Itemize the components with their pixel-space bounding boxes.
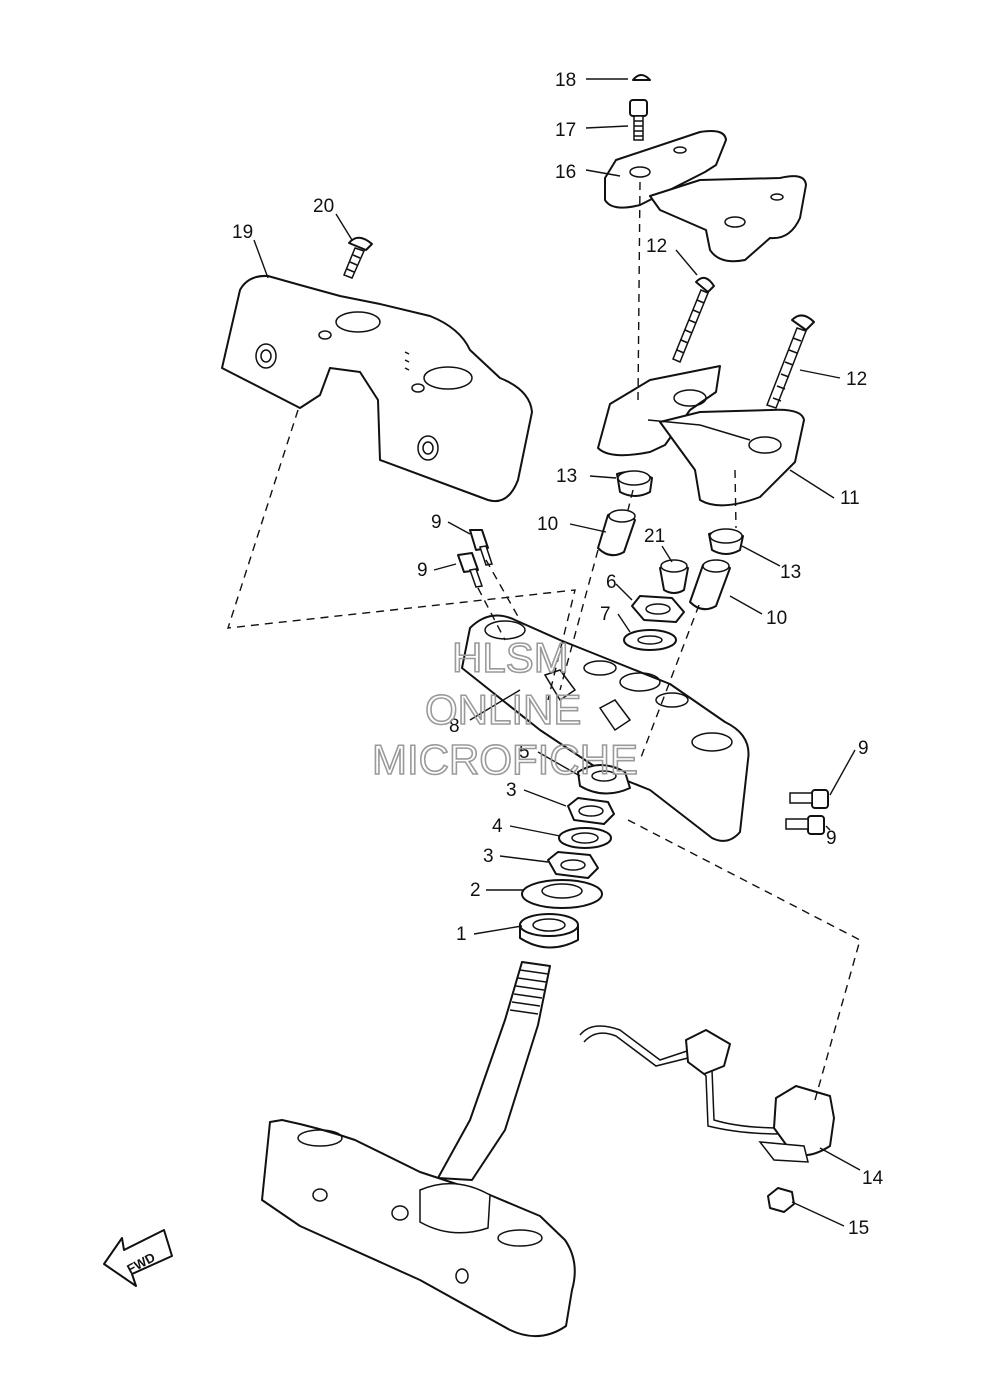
part-13-collar-lower — [708, 528, 744, 555]
part-2-bearing-cover — [521, 879, 603, 909]
part-19-top-cover — [221, 274, 533, 502]
watermark-line-3: MICROFICHE — [372, 736, 638, 783]
callout-3-lower: 3 — [483, 846, 494, 867]
watermark: HLSM ONLINE MICROFICHE — [371, 633, 639, 784]
part-14-cable-bracket — [579, 1025, 835, 1163]
callout-10-right: 10 — [766, 608, 787, 629]
part-16-handlebar-holder — [604, 130, 807, 263]
callout-15: 15 — [848, 1218, 869, 1239]
part-4-washer — [558, 827, 612, 849]
callout-9-d: 9 — [826, 828, 837, 849]
callout-18: 18 — [555, 70, 576, 91]
part-17-bolt — [629, 99, 648, 141]
part-6-nut — [631, 595, 685, 623]
callout-labels: 18 17 16 20 19 12 12 13 11 10 21 13 9 9 … — [232, 70, 884, 1239]
callout-12-right: 12 — [846, 369, 867, 390]
callout-1: 1 — [456, 924, 467, 945]
callout-10-left: 10 — [537, 514, 558, 535]
callout-8: 8 — [449, 716, 460, 737]
leader-lines — [253, 78, 861, 1227]
callout-7: 7 — [600, 604, 611, 625]
part-3-ring-nut-lower — [547, 851, 599, 879]
part-5-lock-washer — [577, 764, 631, 795]
part-11-lower-holder — [597, 365, 805, 507]
callout-4: 4 — [492, 816, 503, 837]
callout-9-c: 9 — [858, 738, 869, 759]
part-1-bearing — [519, 913, 579, 949]
callout-13-upper: 13 — [556, 466, 577, 487]
part-8-upper-bracket — [461, 614, 750, 842]
callout-12-upper: 12 — [646, 236, 667, 257]
part-9-bolt-a — [469, 529, 493, 566]
callout-16: 16 — [555, 162, 576, 183]
part-12-bolt-upper — [672, 276, 715, 363]
part-18-cap — [632, 74, 651, 81]
callout-2: 2 — [470, 880, 481, 901]
callout-14: 14 — [862, 1168, 884, 1189]
steering-stem — [261, 961, 576, 1337]
callout-11: 11 — [840, 488, 860, 509]
part-7-washer — [623, 629, 677, 651]
callout-3-upper: 3 — [506, 780, 517, 801]
callout-9-a: 9 — [431, 512, 442, 533]
callout-5: 5 — [519, 742, 530, 763]
part-21-collar — [659, 559, 689, 594]
part-12-bolt-long — [766, 314, 815, 409]
callout-9-b: 9 — [417, 560, 428, 581]
assembly-lines — [227, 181, 861, 1101]
part-9-bolt-c — [789, 789, 829, 809]
callout-17: 17 — [555, 120, 576, 141]
callout-13-lower: 13 — [780, 562, 801, 583]
callout-19: 19 — [232, 222, 253, 243]
fwd-arrow-icon: FWD — [103, 1229, 173, 1287]
part-10-damper-left — [597, 509, 636, 557]
callout-21: 21 — [644, 526, 665, 547]
watermark-line-1: HLSM — [452, 634, 569, 681]
part-9-bolt-d — [785, 815, 825, 835]
callout-20: 20 — [313, 196, 334, 217]
watermark-line-2: ONLINE — [425, 686, 581, 733]
part-9-bolt-b — [457, 552, 484, 588]
part-13-collar-upper — [616, 470, 653, 497]
part-10-damper-right — [689, 559, 731, 611]
callout-6: 6 — [606, 572, 617, 593]
part-15-nut — [767, 1187, 795, 1213]
part-20-screw — [343, 236, 373, 279]
part-3-ring-nut-upper — [567, 797, 615, 825]
